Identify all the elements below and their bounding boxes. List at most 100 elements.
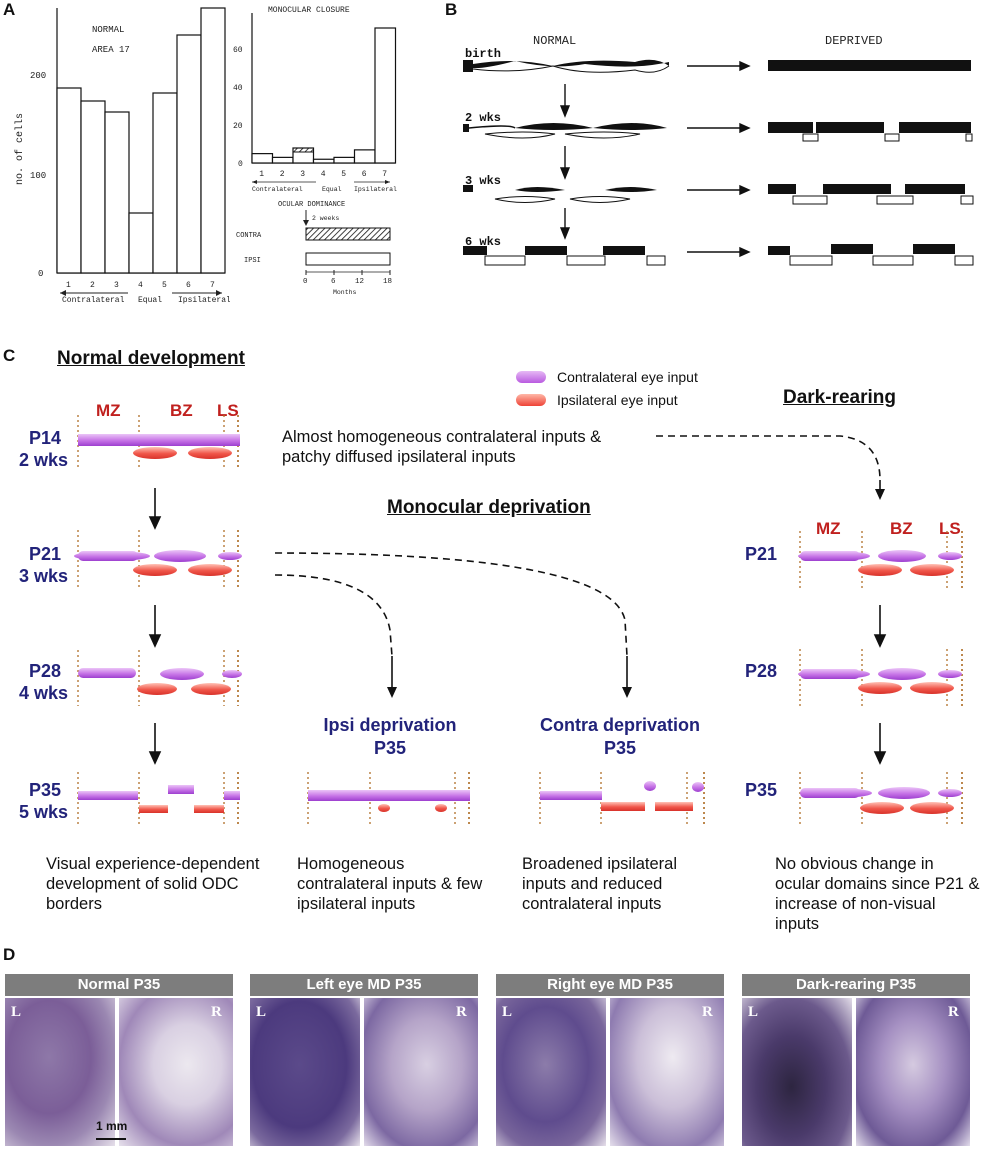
scale-bar-label: 1 mm bbox=[96, 1119, 128, 1133]
left-chart-title-1: NORMAL bbox=[92, 25, 124, 35]
left-chart-ytick-200: 200 bbox=[30, 71, 46, 81]
tissue-dark-left-label: L bbox=[748, 1004, 759, 1020]
left-chart-title-2: AREA 17 bbox=[92, 45, 130, 55]
tissue-dark-rearing bbox=[742, 998, 970, 1146]
dark-p21-contra-1b bbox=[800, 551, 860, 561]
contra-dep-ipsi-2 bbox=[655, 802, 693, 811]
tissue-right-md bbox=[496, 998, 724, 1146]
age-6wks: 6 wks bbox=[465, 235, 501, 249]
dark-age-p28: P28 bbox=[745, 661, 778, 681]
dark-rearing-heading: Dark-rearing bbox=[783, 387, 896, 408]
legend-ipsi-label: Ipsilateral eye input bbox=[557, 392, 678, 408]
tissue-right-md-right-label: R bbox=[702, 1004, 713, 1020]
p14-contra-input bbox=[78, 434, 240, 446]
bar-2 bbox=[271, 156, 294, 164]
contra-deprivation-age: P35 bbox=[603, 738, 637, 758]
age-3wks: 3 wks bbox=[465, 174, 501, 188]
age-3wks-label: 3 wks bbox=[19, 566, 69, 586]
dark-p35-contra-1b bbox=[800, 788, 860, 798]
p35-contra-1 bbox=[78, 791, 138, 800]
bar-1 bbox=[56, 87, 82, 274]
contra-dep-contra-3 bbox=[692, 782, 704, 792]
contra-dep-contra-1 bbox=[540, 791, 602, 800]
bar-3-hatched-cap bbox=[292, 147, 314, 153]
months-tick-12: 12 bbox=[355, 278, 364, 286]
xtick-2: 2 bbox=[280, 170, 285, 179]
two-weeks-label: 2 weeks bbox=[312, 215, 339, 222]
dark-p28-contra-1b bbox=[800, 669, 860, 679]
left-chart-ytick-0: 0 bbox=[38, 269, 43, 279]
age-p35: P35 5 wks bbox=[19, 779, 68, 823]
p21-ipsi-2 bbox=[188, 564, 232, 576]
dark-p21-ipsi-2 bbox=[910, 564, 954, 576]
age-birth: birth bbox=[465, 47, 501, 61]
ocular-dominance-label: OCULAR DOMINANCE bbox=[278, 201, 345, 209]
p35-contra-3 bbox=[224, 791, 240, 800]
ipsi-deprivation-age: P35 bbox=[373, 738, 407, 758]
right-chart-ytick-20: 20 bbox=[233, 122, 243, 131]
p28-ipsi-2 bbox=[191, 683, 231, 695]
bar-4 bbox=[312, 158, 335, 164]
p35-ipsi-2 bbox=[194, 805, 224, 813]
xtick-3: 3 bbox=[114, 281, 119, 290]
dark-p21-ipsi-1 bbox=[858, 564, 902, 576]
ipsi-description: Homogeneous contralateral inputs & few i… bbox=[297, 855, 483, 913]
tissue-left-md-right-label: R bbox=[456, 1004, 467, 1020]
panel-letter-d: D bbox=[3, 945, 16, 964]
age-2wks-label: 2 wks bbox=[19, 450, 69, 470]
bar-1 bbox=[251, 153, 274, 164]
tissue-normal-right-label: R bbox=[211, 1004, 222, 1020]
dark-p21-contra-2 bbox=[878, 550, 926, 562]
months-tick-6: 6 bbox=[331, 278, 336, 286]
right-chart-ytick-60: 60 bbox=[233, 46, 243, 55]
legend-contra-swatch bbox=[516, 371, 546, 383]
p35-contra-2 bbox=[168, 785, 194, 794]
contra-description: Broadened ipsilateral inputs and reduced… bbox=[522, 855, 678, 913]
months-label: Months bbox=[333, 289, 357, 296]
dark-description: No obvious change in ocular domains sinc… bbox=[775, 855, 980, 933]
scale-bar bbox=[96, 1138, 126, 1140]
bar-6 bbox=[176, 34, 202, 274]
age-p28: P28 4 wks bbox=[19, 660, 68, 704]
age-p14-label: P14 bbox=[29, 428, 62, 448]
ipsi-dep-contra bbox=[308, 790, 470, 801]
tissue-normal-left-label: L bbox=[11, 1004, 22, 1020]
xtick-1: 1 bbox=[259, 170, 264, 179]
zone-mz: MZ bbox=[96, 401, 121, 420]
right-chart-ytick-40: 40 bbox=[233, 84, 243, 93]
age-2wks: 2 wks bbox=[465, 111, 501, 125]
p21-ipsi-1 bbox=[133, 564, 177, 576]
xtick-7: 7 bbox=[382, 170, 387, 179]
p21-contra-1b bbox=[78, 551, 138, 561]
dark-p35-ipsi-2 bbox=[910, 802, 954, 814]
dark-p28-contra-3 bbox=[938, 670, 962, 678]
dark-p21-contra-3 bbox=[938, 552, 962, 560]
tissue-dark-right-label: R bbox=[948, 1004, 959, 1020]
tissue-left-md-left-label: L bbox=[256, 1004, 267, 1020]
right-chart-equal-label: Equal bbox=[322, 186, 342, 193]
bar-2 bbox=[80, 100, 106, 274]
contra-dep-ipsi-1 bbox=[601, 802, 645, 811]
p35-ipsi-1 bbox=[139, 805, 168, 813]
bar-3 bbox=[104, 111, 130, 274]
xtick-3: 3 bbox=[300, 170, 305, 179]
contra-bar-label: CONTRA bbox=[236, 232, 262, 240]
age-p14: P14 2 wks bbox=[19, 427, 68, 471]
age-p21-label: P21 bbox=[29, 544, 62, 564]
ipsi-open-bar bbox=[305, 252, 391, 266]
dark-age-p21: P21 bbox=[745, 544, 778, 564]
contra-deprivation-title: Contra deprivation P35 bbox=[520, 714, 720, 760]
ipsi-deprivation-label: Ipsi deprivation bbox=[323, 715, 457, 735]
dark-zone-ls: LS bbox=[939, 519, 961, 538]
xtick-6: 6 bbox=[362, 170, 367, 179]
right-chart-contra-label: Contralateral bbox=[252, 186, 303, 193]
tissue-right-md-left-label: L bbox=[502, 1004, 513, 1020]
bar-7 bbox=[374, 27, 397, 164]
p14-ipsi-patch-2 bbox=[188, 447, 232, 459]
left-chart-ipsi-label: Ipsilateral bbox=[178, 296, 230, 305]
dark-p28-ipsi-1 bbox=[858, 682, 902, 694]
months-tick-0: 0 bbox=[303, 278, 308, 286]
xtick-4: 4 bbox=[138, 281, 143, 290]
